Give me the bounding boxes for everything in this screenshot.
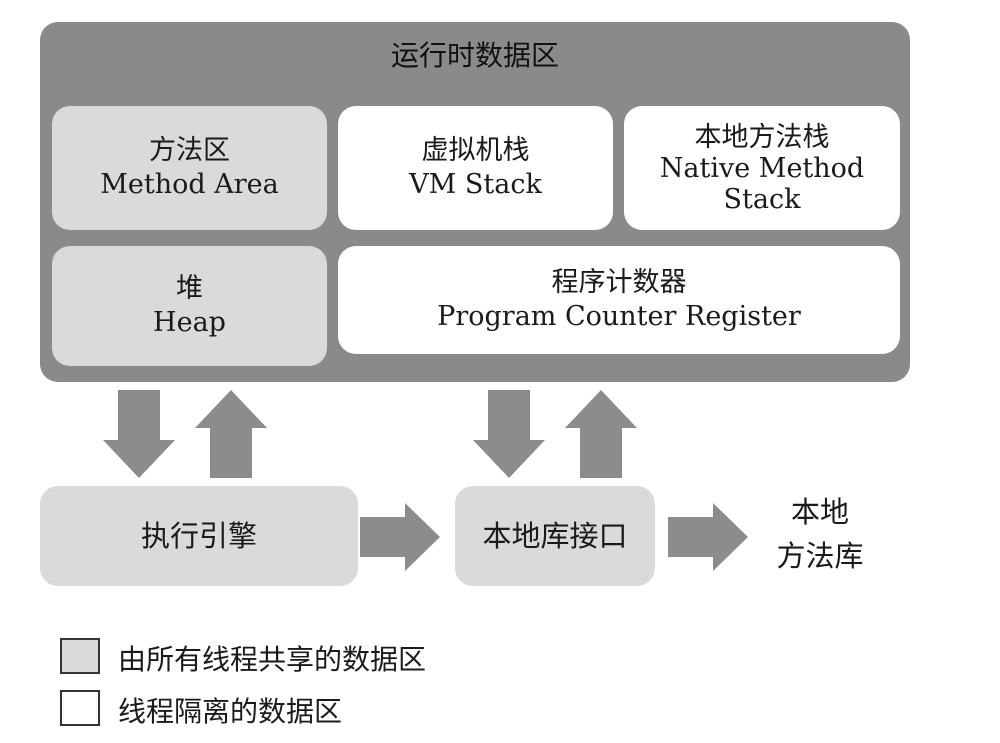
method-area-en: Method Area — [100, 169, 279, 200]
native-method-stack-en1: Native Method — [659, 152, 865, 184]
execution-engine-box: 执行引擎 — [40, 486, 358, 586]
vm-stack-en: VM Stack — [409, 169, 542, 200]
legend-shared-swatch — [60, 638, 100, 674]
heap-box: 堆 Heap — [52, 246, 327, 366]
legend-isolated-swatch — [60, 690, 100, 726]
heap-en: Heap — [153, 307, 226, 338]
up-arrow-right — [565, 390, 637, 478]
right-arrow-engine-to-interface — [360, 503, 440, 571]
native-method-library-line1: 本地 — [790, 495, 849, 529]
runtime-data-area-title: 运行时数据区 — [390, 39, 559, 72]
native-interface-label: 本地库接口 — [482, 519, 628, 553]
native-method-stack-box: 本地方法栈 Native Method Stack — [624, 106, 900, 230]
vm-stack-zh: 虚拟机栈 — [421, 135, 530, 166]
native-method-library-line2: 方法库 — [776, 539, 864, 573]
heap-zh: 堆 — [176, 273, 203, 304]
legend-isolated-label: 线程隔离的数据区 — [118, 695, 343, 728]
up-arrow-left — [195, 390, 267, 478]
program-counter-en: Program Counter Register — [437, 301, 801, 332]
execution-engine-label: 执行引擎 — [140, 519, 257, 553]
program-counter-zh: 程序计数器 — [551, 267, 687, 298]
down-arrow-left — [103, 390, 175, 478]
native-interface-box: 本地库接口 — [455, 486, 655, 586]
program-counter-box: 程序计数器 Program Counter Register — [338, 246, 900, 354]
native-method-stack-en2: Stack — [723, 183, 801, 215]
legend-shared-label: 由所有线程共享的数据区 — [118, 643, 427, 676]
down-arrow-right — [473, 390, 545, 478]
method-area-zh: 方法区 — [149, 135, 230, 166]
native-method-library: 本地 方法库 — [760, 490, 880, 578]
method-area-box: 方法区 Method Area — [52, 106, 327, 230]
right-arrow-interface-to-library — [668, 503, 748, 571]
vm-stack-box: 虚拟机栈 VM Stack — [338, 106, 613, 230]
native-method-stack-zh: 本地方法栈 — [694, 121, 830, 153]
